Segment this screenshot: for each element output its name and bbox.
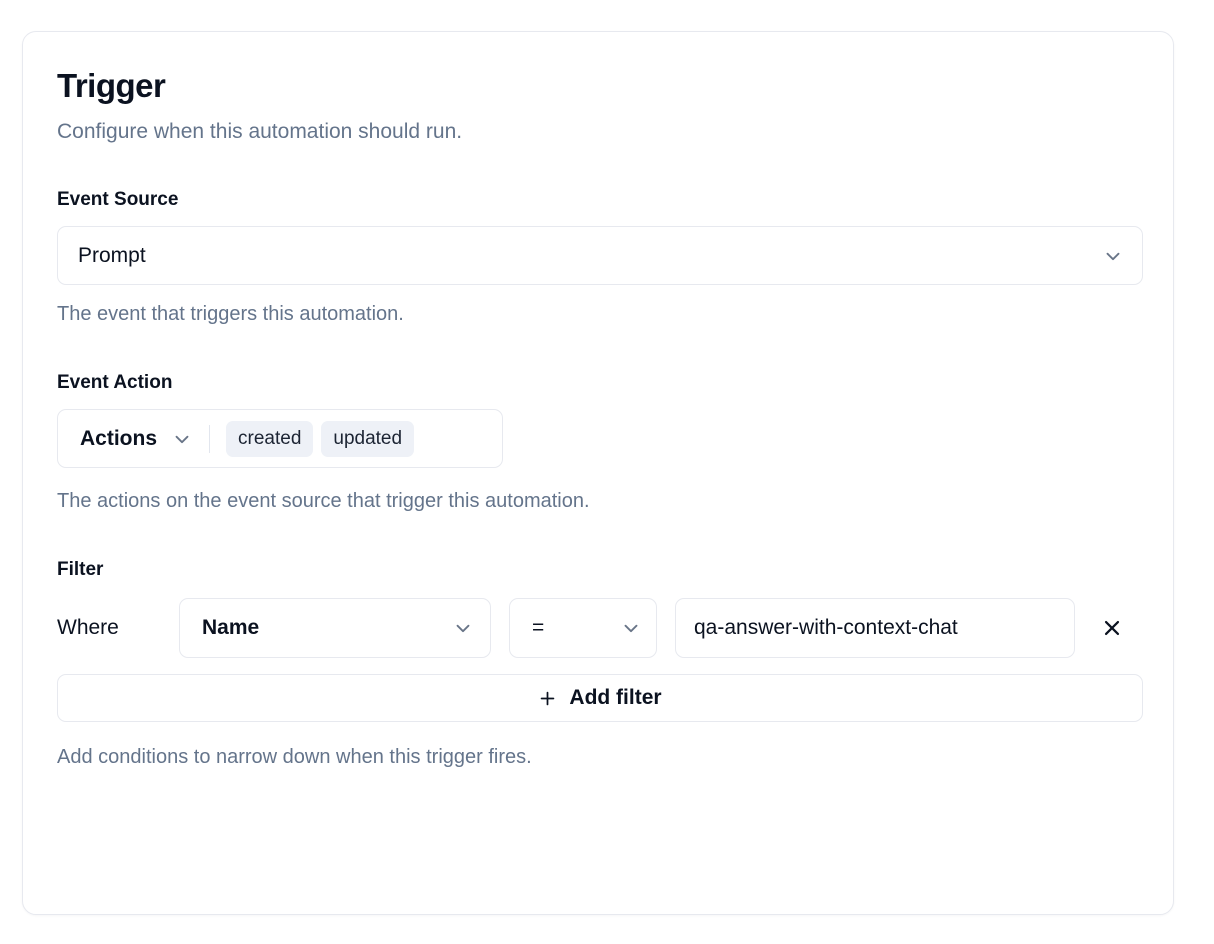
remove-filter-button[interactable] [1093, 609, 1131, 647]
event-source-value: Prompt [78, 243, 146, 267]
event-action-group: Event Action Actions created updated The… [57, 371, 1139, 514]
where-label: Where [57, 616, 119, 639]
trigger-card: Trigger Configure when this automation s… [22, 31, 1174, 915]
filter-field-select[interactable]: Name [179, 598, 491, 658]
add-filter-label: Add filter [569, 686, 662, 709]
filter-label: Filter [57, 559, 104, 580]
chevron-down-icon[interactable] [171, 428, 193, 450]
event-source-label: Event Source [57, 189, 179, 210]
chevron-down-icon [624, 624, 638, 633]
event-action-helper: The actions on the event source that tri… [57, 490, 590, 512]
plus-icon [541, 691, 555, 705]
event-source-group: Event Source Prompt The event that trigg… [57, 188, 1143, 327]
chevron-down-icon [456, 624, 470, 633]
event-action-badge[interactable]: updated [321, 420, 415, 457]
event-action-dropdown-label: Actions [80, 426, 158, 450]
close-icon [1104, 620, 1120, 636]
filter-row: Where Name = [57, 598, 1139, 658]
event-source-select[interactable]: Prompt [57, 226, 1143, 285]
page-subtitle: Configure when this automation should ru… [57, 120, 463, 143]
event-action-combo[interactable]: Actions created updated [57, 409, 503, 468]
filter-field-value: Name [202, 616, 260, 639]
event-action-badge[interactable]: created [226, 420, 314, 457]
event-action-badges: created updated [226, 420, 415, 457]
combo-divider [209, 424, 211, 453]
event-source-helper: The event that triggers this automation. [57, 303, 404, 325]
filter-helper: Add conditions to narrow down when this … [57, 746, 532, 768]
chevron-down-icon [1106, 252, 1120, 260]
filter-operator-select[interactable]: = [509, 598, 657, 658]
filter-operator-value: = [532, 616, 545, 639]
page-title: Trigger [57, 67, 166, 104]
event-action-label: Event Action [57, 372, 173, 393]
filter-value-input[interactable] [694, 616, 1056, 640]
filter-group: Filter Where Name = [57, 558, 1143, 770]
filter-value-field[interactable] [675, 598, 1075, 658]
add-filter-button[interactable]: Add filter [57, 674, 1143, 722]
